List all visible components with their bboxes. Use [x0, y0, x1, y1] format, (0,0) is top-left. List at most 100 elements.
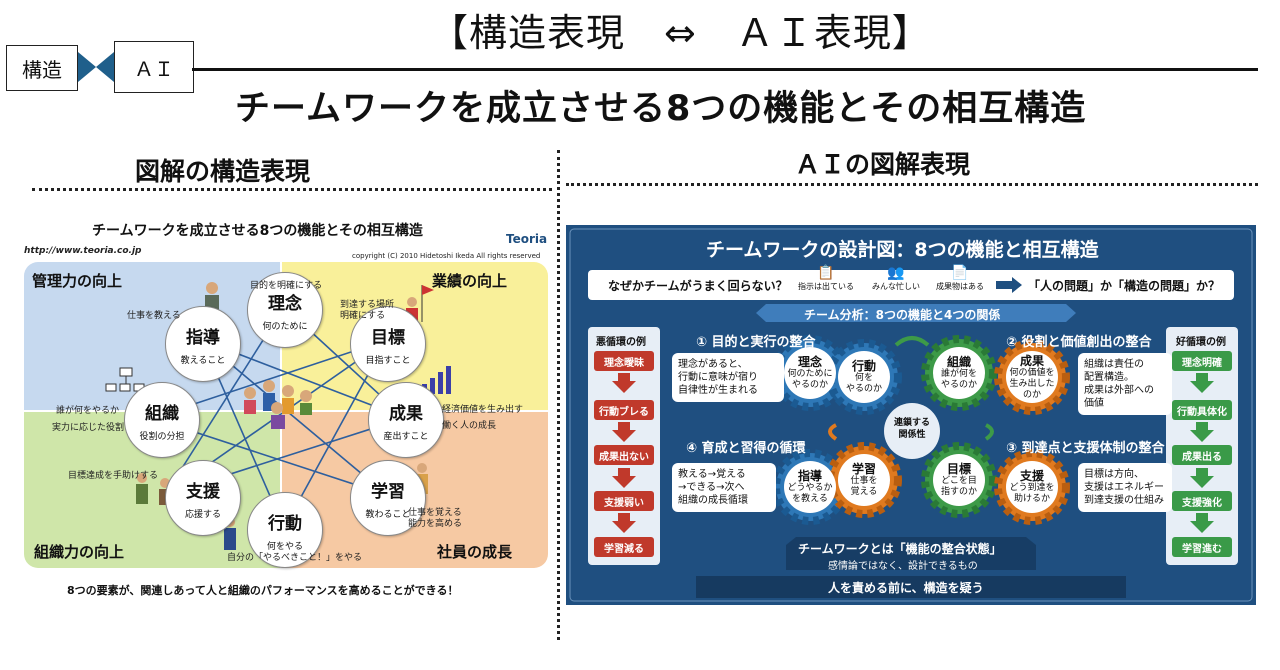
left-diagram-url: http://www.teoria.co.jp [24, 246, 142, 256]
gear-sub: 覚える [850, 487, 878, 497]
annotation: 明確にする [340, 311, 386, 321]
node-mokuhyou-desc: 目指すこと [365, 356, 411, 366]
annotation: 自分の「やるべきこと！」をやる [227, 553, 363, 563]
node-rinen-desc: 何のために [262, 322, 308, 332]
annotation: 能力を高める [408, 519, 463, 529]
icon-label: 成果物はある [936, 282, 984, 291]
structure-diagram: チームワークを成立させる8つの機能とその相互構造 http://www.teor… [22, 210, 549, 610]
gear-sub: 何を [854, 373, 873, 383]
section-training-learning: ④ 育成と習得の循環 [686, 441, 806, 456]
node-shidou-desc: 教えること [180, 356, 226, 366]
annotation: 仕事を覚える [408, 508, 462, 518]
left-diagram-footer: 8つの要素が、関連しあって人と組織のパフォーマンスを高めることができる！ [67, 584, 459, 597]
bad-cycle-title: 悪循環の例 [596, 337, 646, 348]
annotation: 誰が何をやるか [56, 406, 120, 416]
section-goal-support: ③ 到達点と支援体制の整合 [1006, 441, 1165, 456]
conclusion-sub: 感情論ではなく、設計できるもの [828, 561, 978, 572]
node-rinen: 理念 何のために [247, 272, 323, 348]
column-separator [557, 150, 560, 640]
page-subtitle: チームワークを成立させる8つの機能とその相互構造 [235, 89, 1087, 129]
gear-mokuhyou: 目標 どこを目 指すのか [921, 442, 997, 518]
icon-label: 指示は出ている [798, 282, 854, 291]
gear-sub: 仕事を [850, 476, 878, 486]
good-item: 成果出る [1172, 445, 1232, 465]
gear-name: 目標 [946, 462, 971, 476]
node-shien-name: 支援 [186, 482, 220, 502]
gear-name: 組織 [946, 355, 971, 369]
gear-sub: を教える [792, 494, 828, 504]
gear-name: 指導 [797, 469, 822, 483]
gear-gakushu: 学習 仕事を 覚える [826, 442, 902, 518]
annotation: 実力に応じた役割 [52, 423, 125, 433]
node-gakushu-desc: 教わること [365, 510, 411, 520]
node-gakushu-name: 学習 [371, 482, 405, 502]
quadrant-label-management: 管理力の向上 [32, 272, 123, 290]
box-line: 組織は責任の [1084, 359, 1144, 370]
node-mokuhyou: 目標 目指すこと [350, 306, 426, 382]
ai-diagram: チームワークの設計図：8つの機能と相互構造 なぜかチームがうまく回らない？ 📋 … [566, 225, 1256, 605]
center-line: 関係性 [898, 430, 926, 440]
good-item: 行動具体化 [1172, 400, 1232, 420]
bad-item: 理念曖昧 [594, 351, 654, 371]
left-diagram-copyright: copyright (C) 2010 Hidetoshi Ikeda All r… [352, 252, 541, 260]
gear-sub: 生み出した [1009, 378, 1055, 389]
node-soshiki: 組織 役割の分担 [124, 382, 200, 458]
page-title: 【構造表現 ⇔ ＡＩ表現】 [430, 11, 931, 55]
node-seika-name: 成果 [389, 404, 423, 424]
box-line: 支援はエネルギー [1084, 482, 1164, 493]
box-line: →できる→次へ [678, 482, 745, 493]
node-seika: 成果 産出すこと [368, 382, 444, 458]
icon-item-instructions: 📋 指示は出ている [796, 265, 856, 292]
gear-name: 理念 [797, 355, 822, 369]
box-line: 価値 [1084, 398, 1104, 409]
question-text: なぜかチームがうまく回らない？ [608, 279, 788, 293]
left-divider [32, 188, 552, 191]
right-divider [566, 183, 1258, 186]
box-line: 教える→覚える [678, 469, 746, 480]
node-mokuhyou-name: 目標 [371, 328, 405, 348]
annotation: 目的を明確にする [250, 281, 323, 291]
left-diagram-title: チームワークを成立させる8つの機能とその相互構造 [92, 223, 423, 239]
ai-tag-label: ＡＩ [134, 56, 174, 81]
ai-tag: ＡＩ [114, 41, 194, 93]
gear-rinen: 理念 何のために やるのか [772, 335, 848, 411]
section-purpose-execution: ① 目的と実行の整合 [696, 335, 816, 350]
conclusion-main: チームワークとは「機能の整合状態」 [798, 542, 1002, 556]
node-koudou-desc: 何をやる [266, 542, 303, 552]
section-role-value: ② 役割と価値創出の整合 [1006, 335, 1152, 350]
clipboard-icon: 📋 [817, 265, 835, 281]
bad-item: 成果出ない [594, 445, 654, 465]
box-line: 配置構造。 [1084, 372, 1134, 383]
box-line: 到達支援の仕組み [1084, 495, 1164, 506]
node-shidou: 指導 教えること [165, 306, 241, 382]
gear-sub: 何の価値を [1009, 367, 1055, 378]
gear-sub: どう到達を [1009, 483, 1055, 493]
node-shien: 支援 応援する [165, 460, 241, 536]
good-item: 理念明確 [1172, 351, 1232, 371]
gear-name: 学習 [851, 462, 876, 476]
question-answer: 「人の問題」か「構造の問題」か？ [1028, 279, 1221, 293]
conclusion-footer: 人を責める前に、構造を疑う [828, 581, 984, 595]
icon-label: みんな忙しい [872, 282, 920, 291]
center-line: 連鎖する [893, 418, 930, 428]
document-icon: 📄 [951, 265, 969, 281]
bad-item: 支援弱い [594, 491, 654, 511]
gear-sub: やるのか [940, 380, 977, 390]
gear-sub: やるのか [845, 384, 882, 394]
right-column-title: ＡＩの図解表現 [795, 150, 971, 179]
good-item: 学習進む [1172, 537, 1232, 557]
icon-item-deliverables: 📄 成果物はある [930, 265, 990, 292]
gear-sub: 誰が何を [940, 369, 977, 379]
explanation-box: 目標は方向、 支援はエネルギー 到達支援の仕組み [1078, 463, 1172, 512]
bowtie-icon [78, 52, 114, 82]
teoria-logo: Teoria [506, 232, 548, 246]
node-soshiki-desc: 役割の分担 [139, 432, 185, 442]
explanation-box: 理念があると、 行動に意味が宿り 自律性が生まれる [672, 353, 784, 402]
box-line: 行動に意味が宿り [678, 372, 758, 383]
quadrant-label-organization: 組織力の向上 [34, 543, 125, 561]
explanation-box: 組織は責任の 配置構造。 成果は外部への 価値 [1078, 353, 1172, 415]
box-line: 理念があると、 [678, 359, 748, 370]
annotation: 働く人の成長 [442, 421, 497, 431]
quadrant-label-performance: 業績の向上 [432, 272, 508, 290]
bad-item: 行動ブレる [594, 400, 654, 420]
